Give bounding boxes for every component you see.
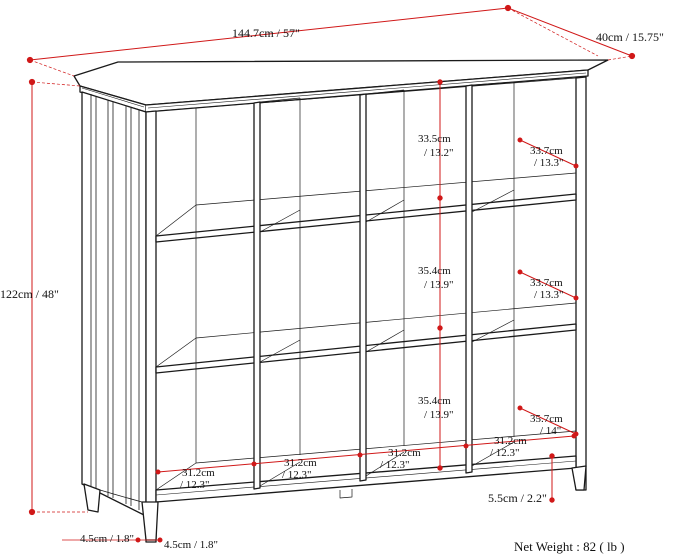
front-right-foot: [571, 465, 587, 491]
dimension-lines: [26, 4, 636, 543]
leg-front-label: 4.5cm / 1.8": [80, 533, 134, 545]
cube-width-3-in: / 12.3": [380, 459, 410, 471]
divider-2: [359, 93, 367, 482]
middle-shelf-height-in: / 13.9": [424, 279, 454, 291]
cube-width-2-in: / 12.3": [282, 469, 312, 481]
width-label: 144.7cm / 57": [232, 26, 300, 40]
middle-cube-depth-cm: 33.7cm: [530, 277, 563, 289]
top-board: [73, 59, 609, 106]
front-right-stile: [575, 76, 587, 491]
cube-width-3-cm: 31.2cm: [388, 447, 421, 459]
middle-shelf-height-cm: 35.4cm: [418, 265, 451, 277]
depth-label: 40cm / 15.75": [596, 30, 664, 44]
cube-width-4-cm: 31.2cm: [494, 435, 527, 447]
top-shelf-height-in: / 13.2": [424, 147, 454, 159]
bookcase-drawing: [73, 59, 609, 543]
cube-width-1-cm: 31.2cm: [182, 467, 215, 479]
front-left-stile: [145, 110, 157, 543]
apron-curve: [99, 489, 143, 503]
bottom-shelf-height-cm: 35.4cm: [418, 395, 451, 407]
middle-cube-depth-in: / 13.3": [534, 289, 564, 301]
left-side-panel: [81, 91, 147, 517]
divider-3: [465, 84, 473, 474]
base-height-label: 5.5cm / 2.2": [488, 491, 547, 505]
divider-1: [253, 101, 261, 490]
top-shelf-height-cm: 33.5cm: [418, 133, 451, 145]
leg-side-label: 4.5cm / 1.8": [164, 539, 218, 551]
front-left-foot: [141, 501, 159, 541]
cube-width-4-in: / 12.3": [490, 447, 520, 459]
bottom-shelf-height-in: / 13.9": [424, 409, 454, 421]
rear-left-foot: [83, 483, 101, 513]
top-cube-depth-cm: 33.7cm: [530, 145, 563, 157]
bottom-cube-depth-cm: 35.7cm: [530, 413, 563, 425]
cube-width-1-in: / 12.3": [180, 479, 210, 491]
net-weight-label: Net Weight : 82 ( lb ): [514, 539, 625, 554]
bottom-cube-depth-in: / 14": [540, 425, 562, 437]
cube-width-2-cm: 31.2cm: [284, 457, 317, 469]
top-cube-depth-in: / 13.3": [534, 157, 564, 169]
height-label: 122cm / 48": [0, 287, 59, 301]
